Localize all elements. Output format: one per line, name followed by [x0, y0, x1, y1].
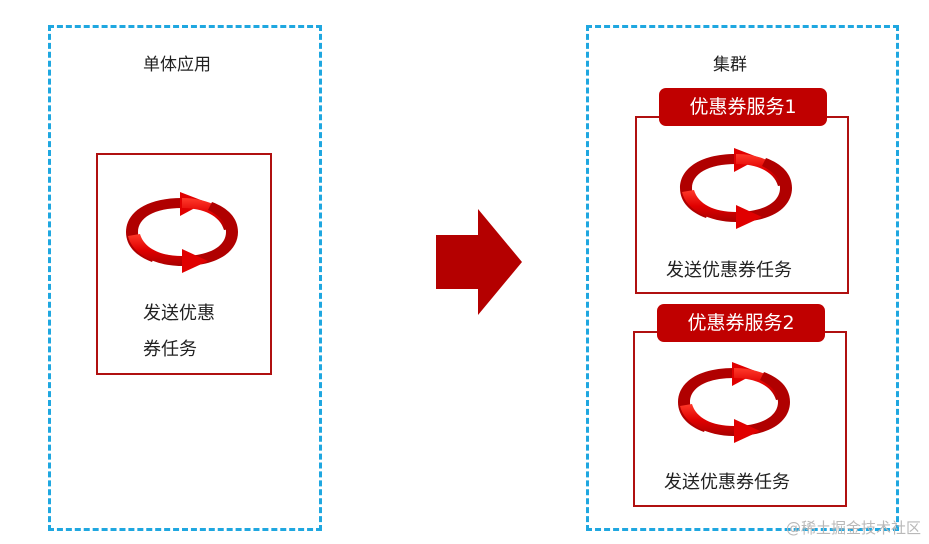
monolith-task-box	[96, 153, 272, 375]
watermark: @稀土掘金技术社区	[785, 519, 921, 537]
monolith-panel	[48, 25, 322, 531]
right-arrow-icon	[436, 209, 522, 315]
service-1-tag: 优惠券服务1	[659, 88, 827, 126]
cycle-arrows-icon	[126, 192, 238, 273]
service-2-task-label: 发送优惠券任务	[664, 472, 790, 493]
cluster-panel	[586, 25, 899, 531]
service-2-box	[633, 331, 847, 507]
monolith-title: 单体应用	[143, 55, 211, 75]
cluster-title: 集群	[713, 55, 747, 75]
monolith-task-label-line1: 发送优惠	[143, 303, 215, 324]
monolith-task-label-line2: 券任务	[143, 339, 197, 360]
cycle-arrows-icon	[680, 148, 792, 229]
service-2-tag: 优惠券服务2	[657, 304, 825, 342]
service-1-task-label: 发送优惠券任务	[666, 260, 792, 281]
cycle-arrows-icon	[678, 362, 790, 443]
